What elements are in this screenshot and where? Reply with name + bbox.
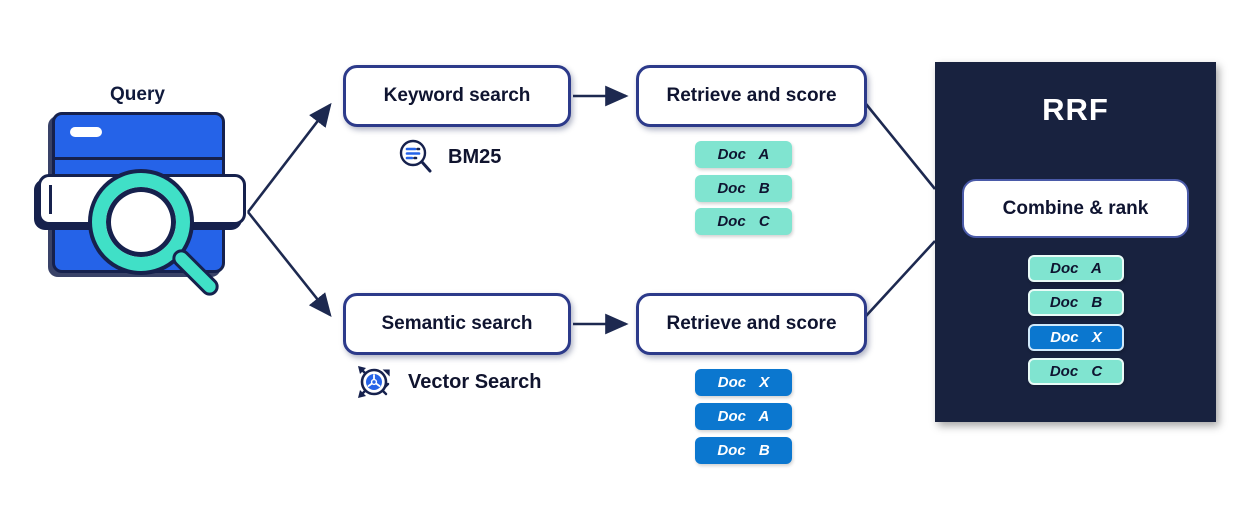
query-label: Query	[110, 84, 165, 105]
doc-chip: Doc B	[1028, 289, 1124, 316]
bm25-method: BM25	[396, 137, 501, 177]
combine-rank-node: Combine & rank	[962, 179, 1189, 238]
doc-chip: Doc C	[1028, 358, 1124, 385]
vector-search-method: Vector Search	[352, 360, 541, 404]
keyword-search-node: Keyword search	[343, 65, 571, 127]
semantic-search-node: Semantic search	[343, 293, 571, 355]
doc-chip: Doc X	[1028, 324, 1124, 351]
rrf-title: RRF	[1042, 92, 1109, 127]
retrieve-score-node-semantic: Retrieve and score	[636, 293, 867, 355]
doc-chip: Doc A	[695, 403, 792, 430]
vector-sphere-arrows-icon	[358, 366, 390, 398]
browser-header	[55, 115, 222, 160]
rrf-panel: RRF Combine & rank Doc A Doc B Doc X Doc…	[935, 62, 1216, 422]
doc-chip: Doc A	[695, 141, 792, 168]
doc-chip: Doc C	[695, 208, 792, 235]
doc-chip: Doc A	[1028, 255, 1124, 282]
doc-chip: Doc B	[695, 175, 792, 202]
doc-chip: Doc X	[695, 369, 792, 396]
doc-chip: Doc B	[695, 437, 792, 464]
vector-search-label: Vector Search	[408, 370, 542, 393]
bm25-label: BM25	[448, 145, 502, 168]
retrieve-score-node-keyword: Retrieve and score	[636, 65, 867, 127]
browser-header-pill	[70, 127, 102, 137]
text-cursor	[49, 185, 52, 214]
bm25-magnifier-list-icon	[399, 139, 432, 173]
